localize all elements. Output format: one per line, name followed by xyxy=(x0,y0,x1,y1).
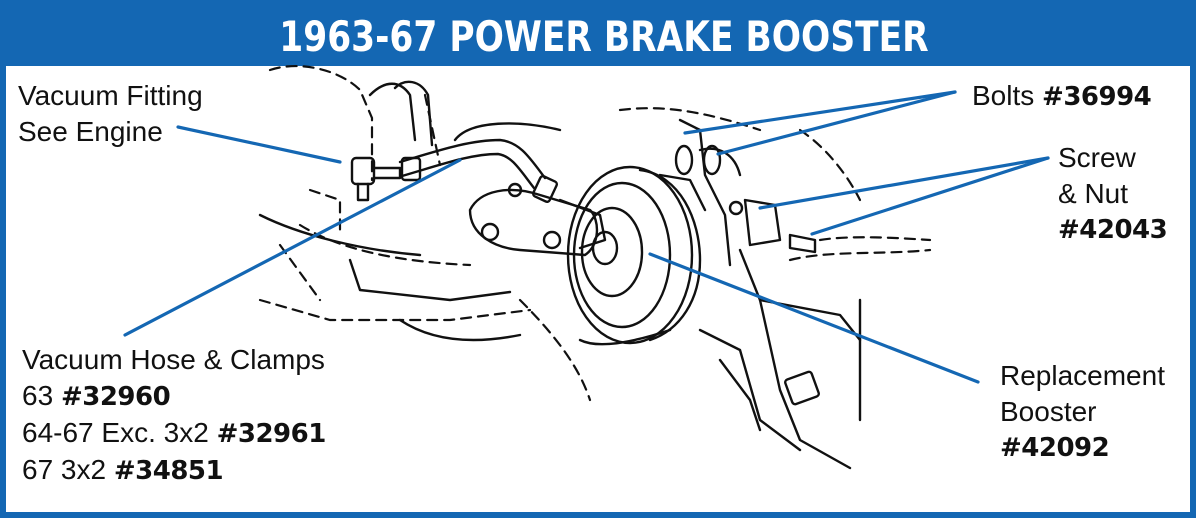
leader-bolts-lower xyxy=(716,90,957,156)
bolts-text: Bolts xyxy=(972,80,1035,111)
vacuum-fitting-line2: See Engine xyxy=(18,116,163,147)
page-title: 1963-67 POWER BRAKE BOOSTER xyxy=(279,11,929,61)
row3-prefix: 67 3x2 xyxy=(22,454,107,485)
row1-part-number: #32960 xyxy=(60,382,171,412)
vacuum-fitting-drawing xyxy=(350,156,402,202)
firewall-panel-drawing xyxy=(518,107,862,470)
label-bolts: Bolts #36994 xyxy=(972,78,1152,115)
title-bar: 1963-67 POWER BRAKE BOOSTER xyxy=(6,6,1196,66)
leader-booster xyxy=(648,252,980,384)
row3-part-number: #34851 xyxy=(113,456,224,486)
screw-nut-line2: & Nut xyxy=(1058,178,1129,209)
booster-line1: Replacement xyxy=(1000,360,1165,391)
label-booster: Replacement Booster #42092 xyxy=(1000,358,1165,466)
row1-prefix: 63 xyxy=(22,380,54,411)
leader-nut xyxy=(810,156,1050,236)
bolts-part-number: #36994 xyxy=(1042,82,1152,112)
label-vacuum-fitting: Vacuum Fitting See Engine xyxy=(18,78,203,150)
leader-vacuum-fitting xyxy=(176,125,342,164)
row2-prefix: 64-67 Exc. 3x2 xyxy=(22,417,209,448)
engine-outline xyxy=(258,64,562,342)
leader-vacuum-hose xyxy=(123,158,462,337)
label-screw-nut: Screw & Nut #42043 xyxy=(1058,140,1168,248)
firewall-bracket-drawing xyxy=(674,118,932,267)
booster-line2: Booster xyxy=(1000,396,1097,427)
label-vacuum-hose: Vacuum Hose & Clamps 63 #32960 64-67 Exc… xyxy=(22,342,326,489)
screw-nut-part-number: #42043 xyxy=(1058,215,1168,245)
row2-part-number: #32961 xyxy=(216,419,327,449)
screw-nut-line1: Screw xyxy=(1058,142,1136,173)
leader-screw xyxy=(758,156,1050,210)
vacuum-hose-drawing xyxy=(398,138,559,203)
vacuum-hose-line1: Vacuum Hose & Clamps xyxy=(22,344,325,375)
vacuum-hose-row2: 64-67 Exc. 3x2 #32961 xyxy=(22,415,326,452)
leader-lines xyxy=(123,90,1050,384)
leader-bolts-upper xyxy=(683,90,957,135)
vacuum-hose-row3: 67 3x2 #34851 xyxy=(22,452,326,489)
booster-part-number: #42092 xyxy=(1000,433,1110,463)
vacuum-hose-row1: 63 #32960 xyxy=(22,378,326,415)
vacuum-fitting-line1: Vacuum Fitting xyxy=(18,80,203,111)
booster-drawing xyxy=(566,165,707,345)
